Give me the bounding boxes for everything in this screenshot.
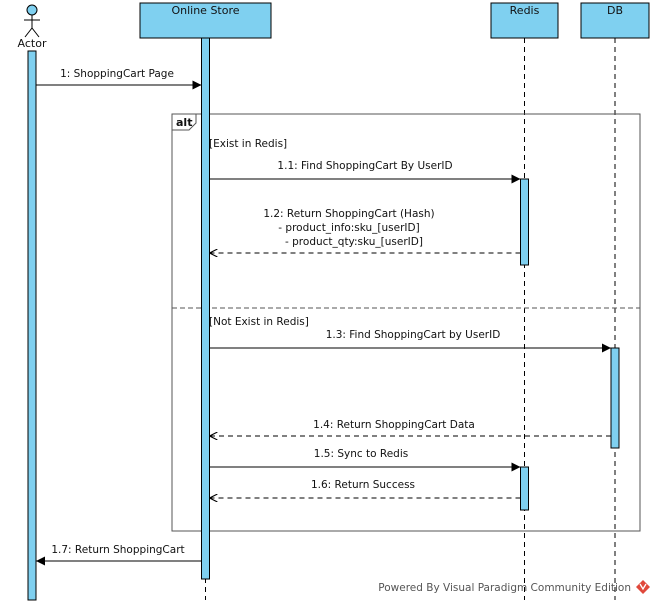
message-1-6-label: 1.6: Return Success	[311, 479, 415, 491]
message-1-2-label-line-2: - product_info:sku_[userID]	[278, 222, 419, 234]
participant-redis[interactable]: Redis	[490, 2, 559, 39]
db-activation-bar	[610, 347, 620, 449]
visual-paradigm-logo-icon	[636, 580, 650, 594]
guard-not-exist-in-redis: [Not Exist in Redis]	[209, 316, 309, 328]
message-1-7-label: 1.7: Return ShoppingCart	[51, 544, 184, 556]
participant-online-store[interactable]: Online Store	[139, 2, 272, 39]
alt-operator-label: alt	[176, 116, 192, 129]
message-1-5-label: 1.5: Sync to Redis	[314, 448, 408, 460]
participant-redis-label: Redis	[510, 4, 540, 17]
actor-label: Actor	[18, 37, 47, 50]
participant-db[interactable]: DB	[580, 2, 650, 39]
message-1-3-find-shoppingcart-db[interactable]: 1.3: Find ShoppingCart by UserID	[209, 329, 612, 353]
message-1-label: 1: ShoppingCart Page	[60, 68, 174, 80]
message-1-5-sync-to-redis[interactable]: 1.5: Sync to Redis	[209, 448, 521, 472]
message-1-4-label: 1.4: Return ShoppingCart Data	[313, 419, 475, 431]
actor-activation-bar	[27, 50, 37, 601]
guard-exist-in-redis: [Exist in Redis]	[209, 138, 287, 150]
actor-figure[interactable]	[24, 4, 40, 38]
message-1-6-return-success[interactable]: 1.6: Return Success	[209, 479, 521, 498]
participant-db-label: DB	[607, 4, 623, 17]
message-1-shoppingcart-page[interactable]: 1: ShoppingCart Page	[36, 68, 202, 90]
redis-activation-bar-1	[520, 178, 529, 266]
message-1-2-label-line-3: - product_qty:sku_[userID]	[285, 236, 423, 248]
message-1-4-return-shoppingcart-data[interactable]: 1.4: Return ShoppingCart Data	[209, 419, 612, 436]
alt-fragment[interactable]: alt [Exist in Redis] [Not Exist in Redis…	[171, 113, 641, 532]
message-1-3-label: 1.3: Find ShoppingCart by UserID	[326, 329, 501, 341]
message-1-2-return-shoppingcart[interactable]: 1.2: Return ShoppingCart (Hash) - produc…	[209, 208, 521, 253]
redis-activation-bar-2	[520, 466, 529, 511]
online-store-activation-bar	[201, 37, 210, 580]
message-1-7-return-shoppingcart[interactable]: 1.7: Return ShoppingCart	[36, 544, 202, 566]
footer-watermark-text: Powered By Visual Paradigm Community Edi…	[378, 582, 631, 594]
participant-online-store-label: Online Store	[171, 4, 239, 17]
message-1-2-label-line-1: 1.2: Return ShoppingCart (Hash)	[263, 208, 434, 220]
message-1-1-find-shoppingcart[interactable]: 1.1: Find ShoppingCart By UserID	[209, 160, 521, 184]
message-1-1-label: 1.1: Find ShoppingCart By UserID	[277, 160, 452, 172]
